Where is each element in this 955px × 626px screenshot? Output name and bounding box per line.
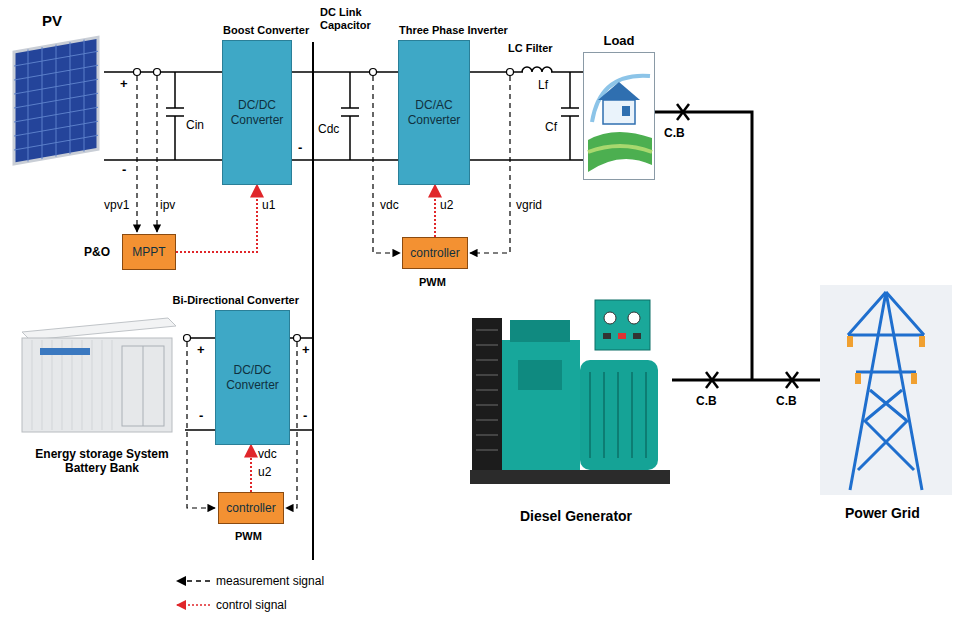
converter-box: Bi-Directional ConverterDC/DC Converter <box>215 310 290 445</box>
controller-box: MPPT <box>122 234 176 270</box>
part-label: Lf <box>538 78 548 92</box>
battery-container <box>22 318 176 432</box>
legend-line-sample <box>172 600 212 610</box>
part-label: Diesel Generator <box>520 508 632 525</box>
part-label: Cin <box>186 118 204 132</box>
part-label: DC Link Capacitor <box>320 6 392 32</box>
part-label: C.B <box>664 126 685 140</box>
signal-label: u1 <box>262 198 275 212</box>
inductor-symbol <box>522 62 552 75</box>
part-label: PWM <box>419 276 446 289</box>
box-text: DC/DC Converter <box>220 363 285 393</box>
part-label: Power Grid <box>845 505 920 522</box>
part-label: vdc <box>258 447 277 461</box>
box-heading: Boost Converter <box>223 24 309 36</box>
power-wire <box>292 71 398 73</box>
signal-label: u2 <box>258 465 271 479</box>
part-label: - <box>122 162 126 178</box>
legend-text: control signal <box>216 598 287 612</box>
converter-box: Boost ConverterDC/DC Converter <box>222 40 292 185</box>
box-text: DC/AC Converter <box>403 98 465 128</box>
signal-label: u2 <box>440 198 453 212</box>
part-label: - <box>199 408 203 424</box>
part-label: vpv1 <box>104 198 129 212</box>
part-label: - <box>303 408 307 424</box>
part-label: vdc <box>380 198 399 212</box>
house-icon <box>588 76 652 172</box>
box-text: controller <box>410 246 459 261</box>
controller-box: controller <box>402 237 468 269</box>
box-heading: Bi-Directional Converter <box>172 294 299 306</box>
power-wire <box>290 160 398 338</box>
box-text: controller <box>226 501 275 516</box>
pv-panel <box>14 37 98 164</box>
legend-line-sample <box>172 576 212 586</box>
ac-lines <box>655 104 820 388</box>
box-text: DC/DC Converter <box>227 98 287 128</box>
controller-box: controller <box>218 492 284 524</box>
part-label: vgrid <box>516 198 542 212</box>
part-label: PWM <box>235 530 262 543</box>
box-heading: Three Phase Inverter <box>399 24 508 36</box>
part-label: + <box>197 342 205 358</box>
part-label: Cf <box>545 120 557 134</box>
legend-row: measurement signal <box>172 574 324 588</box>
control-signal <box>434 185 436 237</box>
load-box: Load <box>583 52 655 180</box>
box-heading: Load <box>603 33 634 48</box>
control-signal <box>176 185 257 252</box>
part-label: + <box>120 76 128 92</box>
part-label: PV <box>42 12 62 30</box>
part-label: Cdc <box>318 122 339 136</box>
part-label: + <box>302 342 310 358</box>
box-text: MPPT <box>132 245 165 260</box>
control-signal <box>250 445 252 492</box>
legend-row: control signal <box>172 598 287 612</box>
part-label: Energy storage System Battery Bank <box>26 447 178 476</box>
part-label: P&O <box>84 245 110 259</box>
converter-box: Three Phase InverterDC/AC Converter <box>398 40 470 185</box>
part-label: ipv <box>160 198 175 212</box>
part-label: C.B <box>696 394 717 408</box>
part-label: - <box>298 140 302 156</box>
part-label: LC Filter <box>508 42 553 55</box>
diesel-generator <box>470 300 670 484</box>
power-tower <box>820 285 952 495</box>
legend-text: measurement signal <box>216 574 324 588</box>
part-label: C.B <box>776 394 797 408</box>
